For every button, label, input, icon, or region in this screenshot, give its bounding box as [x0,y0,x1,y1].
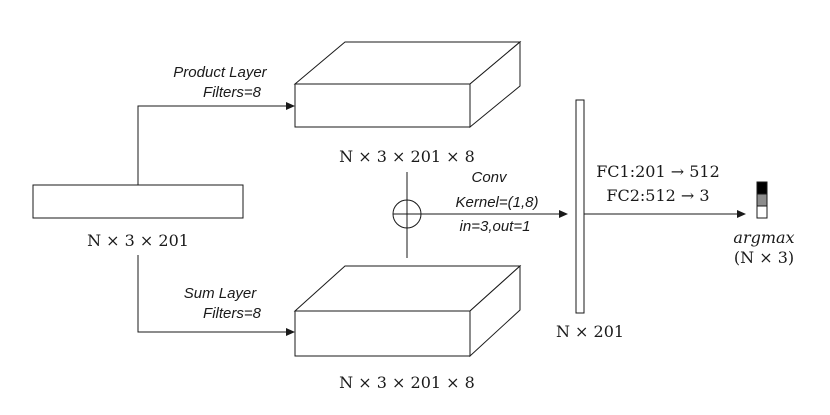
product-output-dims: N × 3 × 201 × 8 [339,147,475,166]
output-probability-cells [756,181,768,219]
conv-channels-label: in=3,out=1 [460,218,531,235]
input-to-sum-arrow [137,255,295,336]
conv-output-vector [575,99,585,314]
conv-output-dims: N × 201 [556,322,624,341]
output-cell-1 [756,193,768,207]
output-dims: (N × 3) [734,248,794,267]
sum-block-front-face [294,310,471,357]
product-block-front-face [294,83,471,128]
argmax-label: argmax [733,228,794,247]
fc2-label: FC2:512 → 3 [606,186,709,205]
product-filters-label: Filters=8 [203,84,262,101]
product-layer-block [293,40,522,129]
conv-kernel-label: Kernel=(1,8) [456,194,539,211]
input-to-product-arrow [137,102,295,185]
sum-output-dims: N × 3 × 201 × 8 [339,373,475,392]
input-tensor-box [32,184,244,219]
output-cell-0 [756,181,768,195]
fc1-label: FC1:201 → 512 [596,162,720,181]
sum-layer-label: Sum Layer [184,285,258,302]
sum-layer-block [293,264,522,358]
input-dims-label: N × 3 × 201 [87,231,189,250]
product-layer-label: Product Layer [173,64,267,81]
conv-label: Conv [471,169,508,186]
output-cell-2 [756,205,768,219]
sum-filters-label: Filters=8 [203,305,262,322]
